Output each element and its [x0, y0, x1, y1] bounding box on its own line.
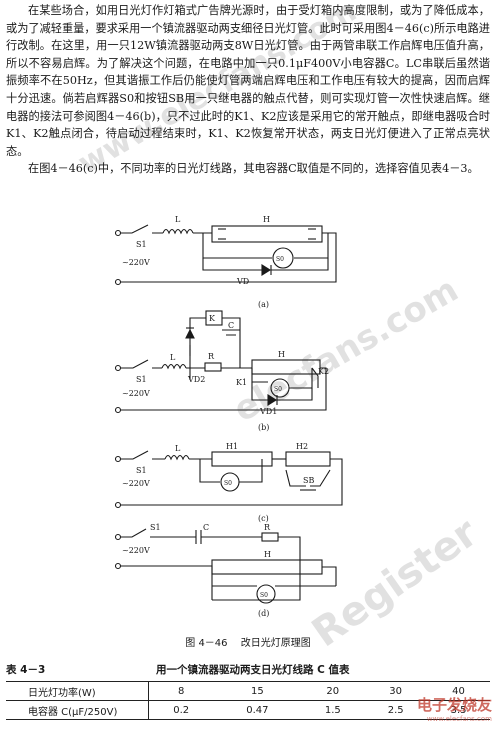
table-cell: 20: [301, 681, 365, 701]
caption-b: (b): [258, 423, 269, 432]
diode-vd: [261, 264, 272, 276]
terminal: [114, 364, 122, 372]
terminal: [114, 533, 122, 541]
label-r: R: [208, 352, 215, 361]
label-l: L: [175, 444, 181, 453]
starter-s0: [256, 584, 276, 604]
switch-s1: [120, 450, 165, 460]
circuit-c: [114, 450, 343, 509]
label-h: H: [278, 350, 285, 359]
inductor-l: [164, 454, 190, 461]
lamp-h: [211, 225, 323, 243]
terminal: [114, 229, 122, 237]
contact-k1: [251, 368, 268, 383]
terminal: [114, 455, 122, 463]
lamp-h1: [211, 451, 273, 467]
label-h2: H2: [296, 442, 308, 451]
button-sb: [285, 469, 331, 487]
label-sb: SB: [303, 476, 314, 485]
switch-s1: [120, 359, 162, 369]
row-label-power: 日光灯功率(W): [6, 681, 149, 701]
switch-s1: [120, 528, 196, 538]
diode-vd1: [267, 394, 278, 406]
row-label-capacitor: 电容器 C(μF/250V): [6, 700, 149, 720]
terminal: [114, 278, 122, 286]
label-220v: ~220V: [122, 258, 150, 267]
resistor-r: [204, 362, 222, 372]
label-vd: VD: [236, 277, 249, 286]
starter-s0: [272, 247, 294, 269]
label-k: K: [209, 314, 216, 323]
label-k2: K2: [318, 367, 329, 376]
inductor-l: [162, 228, 194, 235]
paragraph-2: 在图4－46(c)中，不同功率的日光灯线路，其电容器C取值是不同的，选择容值见表…: [28, 162, 479, 176]
table-cell: 15: [213, 681, 302, 701]
label-s0: S0: [274, 386, 282, 393]
label-s0: S0: [224, 480, 232, 487]
label-s1: S1: [136, 375, 147, 384]
label-s1: S1: [136, 466, 147, 475]
table-row: 电容器 C(μF/250V) 0.2 0.47 1.5 2.5 3.5: [6, 700, 490, 720]
terminal: [114, 501, 122, 509]
label-l: L: [175, 215, 181, 224]
diode-vd2: [185, 328, 195, 339]
table-cell: 3.5: [427, 700, 490, 720]
circuit-b: [114, 310, 327, 414]
table-number: 表 4－3: [6, 664, 46, 676]
label-s1: S1: [150, 523, 161, 532]
circuit-a: [114, 224, 337, 286]
terminal: [114, 406, 122, 414]
label-vd2: VD2: [187, 375, 205, 384]
label-c: C: [203, 523, 209, 532]
body-text: 在某些场合，如用日光灯作灯箱式广告牌光源时，由于受灯箱内高度限制，或为了降低成本…: [6, 2, 490, 178]
label-r: R: [264, 523, 271, 532]
contact-k2: [311, 367, 319, 388]
paragraph-1: 在某些场合，如用日光灯作灯箱式广告牌光源时，由于受灯箱内高度限制，或为了降低成本…: [6, 4, 490, 158]
table-row: 日光灯功率(W) 8 15 20 30 40: [6, 681, 490, 701]
label-s0: S0: [276, 256, 284, 263]
site-logo: 电子发烧友 www.elecfans.com: [392, 694, 492, 724]
capacitor-table: 日光灯功率(W) 8 15 20 30 40 电容器 C(μF/250V) 0.…: [6, 681, 490, 720]
label-220v: ~220V: [122, 389, 150, 398]
table-cell: 0.47: [213, 700, 302, 720]
resistor-r: [261, 532, 279, 542]
label-h1: H1: [226, 442, 238, 451]
table-cell: 8: [148, 681, 214, 701]
label-h: H: [264, 550, 271, 559]
label-vd1: VD1: [259, 407, 277, 416]
logo-url: www.elecfans.com: [426, 715, 492, 723]
caption-c: (c): [258, 514, 269, 523]
label-k1: K1: [236, 378, 247, 387]
capacitor-c: [195, 530, 202, 544]
lamp-h: [251, 359, 321, 375]
table-cell: 0.2: [148, 700, 214, 720]
lamp-h: [211, 559, 323, 575]
circuit-d: [114, 528, 337, 604]
label-s0: S0: [260, 592, 268, 599]
inductor-l: [161, 363, 187, 370]
label-s1: S1: [136, 240, 147, 249]
table-caption: 用一个镇流器驱动两支日光灯线路 C 值表: [156, 664, 350, 676]
caption-d: (d): [258, 609, 269, 618]
label-h: H: [263, 215, 270, 224]
label-c: C: [228, 321, 234, 330]
table-cell: 2.5: [364, 700, 428, 720]
figure-caption: 图 4－46 改日光灯原理图: [185, 638, 311, 649]
caption-a: (a): [258, 300, 269, 309]
logo-text: 电子发烧友: [416, 696, 492, 714]
label-l: L: [170, 353, 176, 362]
label-220v: ~220V: [122, 546, 150, 555]
switch-s1: [120, 224, 163, 234]
terminal: [114, 562, 122, 570]
lamp-h2: [285, 451, 331, 467]
label-220v: ~220V: [122, 479, 150, 488]
table-cell: 1.5: [301, 700, 365, 720]
